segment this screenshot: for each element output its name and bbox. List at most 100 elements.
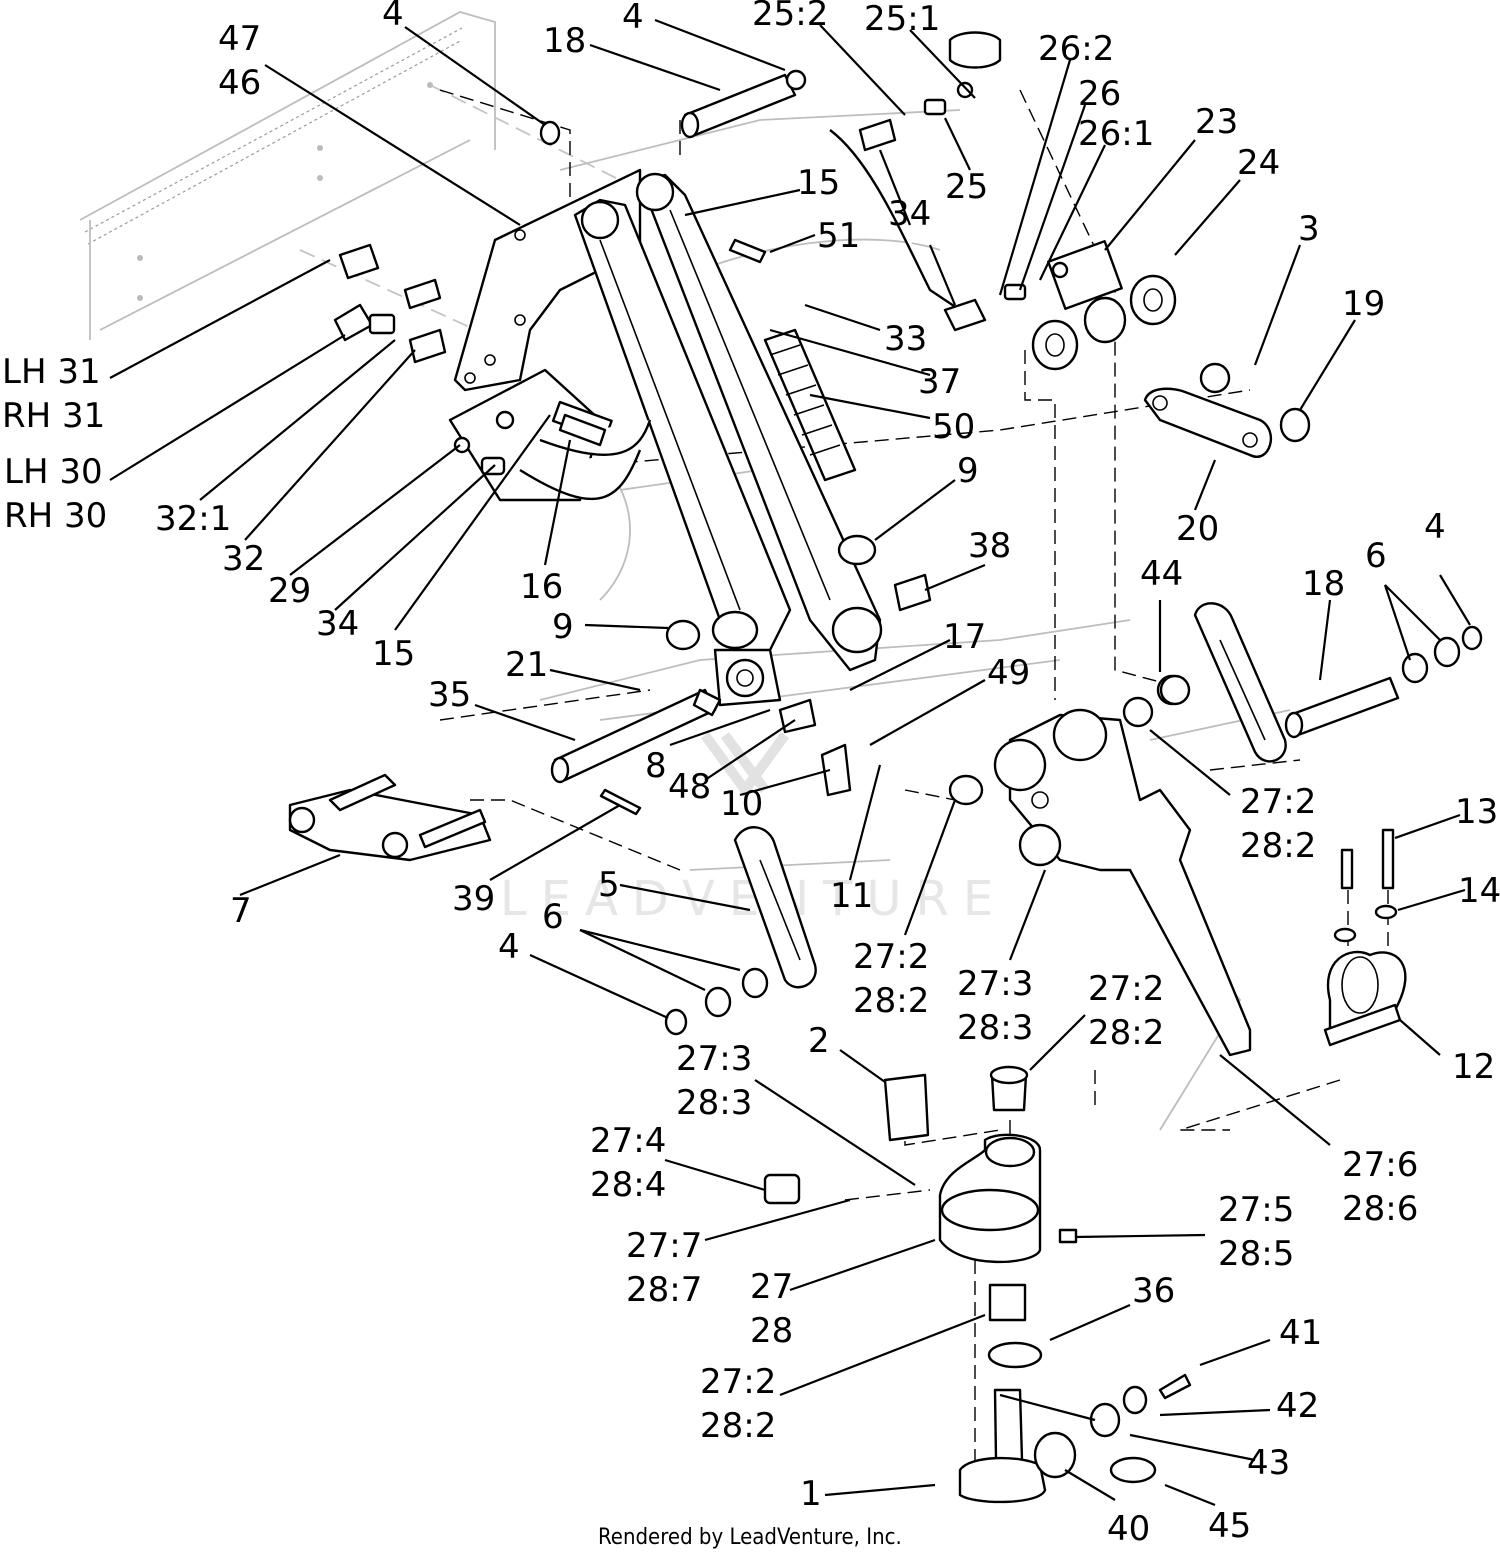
callout-line: 27 bbox=[750, 1267, 793, 1307]
callout-43: 43 bbox=[1247, 1443, 1290, 1483]
callout-line: 51 bbox=[817, 216, 860, 256]
callout-line: 27:3 bbox=[676, 1039, 752, 1079]
callout-line: 3 bbox=[1298, 209, 1320, 249]
callout-10: 10 bbox=[720, 784, 763, 824]
callout-line: 16 bbox=[520, 567, 563, 607]
callout-line: 6 bbox=[1365, 536, 1387, 576]
callout-line: 29 bbox=[268, 571, 311, 611]
callout-1: 1 bbox=[800, 1474, 822, 1514]
callout-line: 35 bbox=[428, 675, 471, 715]
callout-15-left: 15 bbox=[372, 634, 415, 674]
callout-2: 2 bbox=[808, 1021, 830, 1061]
callout-37: 37 bbox=[918, 362, 961, 402]
callout-line: 28 bbox=[750, 1311, 793, 1351]
callout-line: RH 31 bbox=[2, 396, 105, 436]
callout-line: 48 bbox=[668, 767, 711, 807]
fittings bbox=[333, 31, 1483, 1244]
callout-line: 9 bbox=[957, 451, 979, 491]
callout-line: 28:2 bbox=[853, 981, 929, 1021]
callout-line: 33 bbox=[884, 319, 927, 359]
callout-18-right: 18 bbox=[1302, 564, 1345, 604]
callout-26: 26 bbox=[1078, 74, 1121, 114]
callout-line: 28:2 bbox=[1240, 826, 1316, 866]
pivot-block bbox=[713, 648, 782, 707]
callout-4-left: 4 bbox=[498, 927, 520, 967]
callout-line: 26:1 bbox=[1078, 114, 1154, 154]
callout-line: 4 bbox=[1424, 507, 1446, 547]
callout-line: 18 bbox=[543, 21, 586, 61]
bolts-13 bbox=[1333, 828, 1398, 943]
callout-line: 14 bbox=[1458, 871, 1500, 911]
callout-line: 25:1 bbox=[864, 0, 940, 39]
callout-line: 28:3 bbox=[676, 1083, 752, 1123]
callout-line: 11 bbox=[830, 876, 873, 916]
callout-line: 6 bbox=[542, 897, 564, 937]
boom-arm-rear bbox=[635, 172, 883, 672]
callout-36: 36 bbox=[1132, 1271, 1175, 1311]
callout-34-left: 34 bbox=[316, 604, 359, 644]
callout-21: 21 bbox=[505, 645, 548, 685]
callout-line: 2 bbox=[808, 1021, 830, 1061]
callout-line: 26:2 bbox=[1038, 29, 1114, 69]
bushings-23-24 bbox=[1031, 240, 1177, 371]
callout-line: 37 bbox=[918, 362, 961, 402]
callout-11: 11 bbox=[830, 876, 873, 916]
caster-housing bbox=[938, 1065, 1042, 1264]
callout-line: 39 bbox=[452, 879, 495, 919]
callout-line: 44 bbox=[1140, 554, 1183, 594]
callout-9-left: 9 bbox=[552, 607, 574, 647]
callout-32-1: 32:1 bbox=[155, 499, 231, 539]
hoses bbox=[519, 129, 961, 501]
callout-line: 15 bbox=[797, 163, 840, 203]
callout-line: 42 bbox=[1276, 1386, 1319, 1426]
bracket-12 bbox=[1323, 950, 1407, 1047]
callout-17: 17 bbox=[943, 617, 986, 657]
callout-line: LH 30 bbox=[4, 452, 103, 492]
callout-3: 3 bbox=[1298, 209, 1320, 249]
callout-line: 27:2 bbox=[1240, 782, 1316, 822]
callout-7: 7 bbox=[230, 891, 252, 931]
callout-line: 9 bbox=[552, 607, 574, 647]
callout-line: 12 bbox=[1452, 1047, 1495, 1087]
callout-line: 28:5 bbox=[1218, 1234, 1294, 1274]
callout-14: 14 bbox=[1458, 871, 1500, 911]
callout-line: 26 bbox=[1078, 74, 1121, 114]
callout-26-2: 26:2 bbox=[1038, 29, 1114, 69]
callout-line: 32 bbox=[222, 539, 265, 579]
callout-34-top: 34 bbox=[888, 194, 931, 234]
callout-49: 49 bbox=[987, 653, 1030, 693]
spindle-1 bbox=[958, 1283, 1192, 1504]
callout-23: 23 bbox=[1195, 102, 1238, 142]
callout-line: 28:6 bbox=[1342, 1189, 1418, 1229]
callout-line: 28:7 bbox=[626, 1270, 702, 1310]
footer-credit: Rendered by LeadVenture, Inc. bbox=[598, 1525, 902, 1550]
callout-line: LH 31 bbox=[2, 352, 101, 392]
callout-25: 25 bbox=[945, 167, 988, 207]
callout-50: 50 bbox=[932, 407, 975, 447]
callout-line: 27:6 bbox=[1342, 1145, 1418, 1185]
callout-19: 19 bbox=[1342, 284, 1385, 324]
callout-45: 45 bbox=[1208, 1506, 1251, 1546]
callout-line: 17 bbox=[943, 617, 986, 657]
callout-15-top: 15 bbox=[797, 163, 840, 203]
callout-line: 25 bbox=[945, 167, 988, 207]
callout-32: 32 bbox=[222, 539, 265, 579]
watermark-logo bbox=[700, 732, 790, 799]
boom-arm-front bbox=[573, 198, 792, 662]
callout-line: 27:2 bbox=[1088, 969, 1164, 1009]
callout-line: 5 bbox=[598, 865, 620, 905]
callout-line: 40 bbox=[1107, 1509, 1150, 1549]
callout-line: 27:2 bbox=[700, 1362, 776, 1402]
callout-line: 28:4 bbox=[590, 1165, 666, 1205]
callout-line: 32:1 bbox=[155, 499, 231, 539]
callout-51: 51 bbox=[817, 216, 860, 256]
callout-4-top-left: 4 bbox=[382, 0, 404, 34]
callout-line: 41 bbox=[1279, 1313, 1322, 1353]
